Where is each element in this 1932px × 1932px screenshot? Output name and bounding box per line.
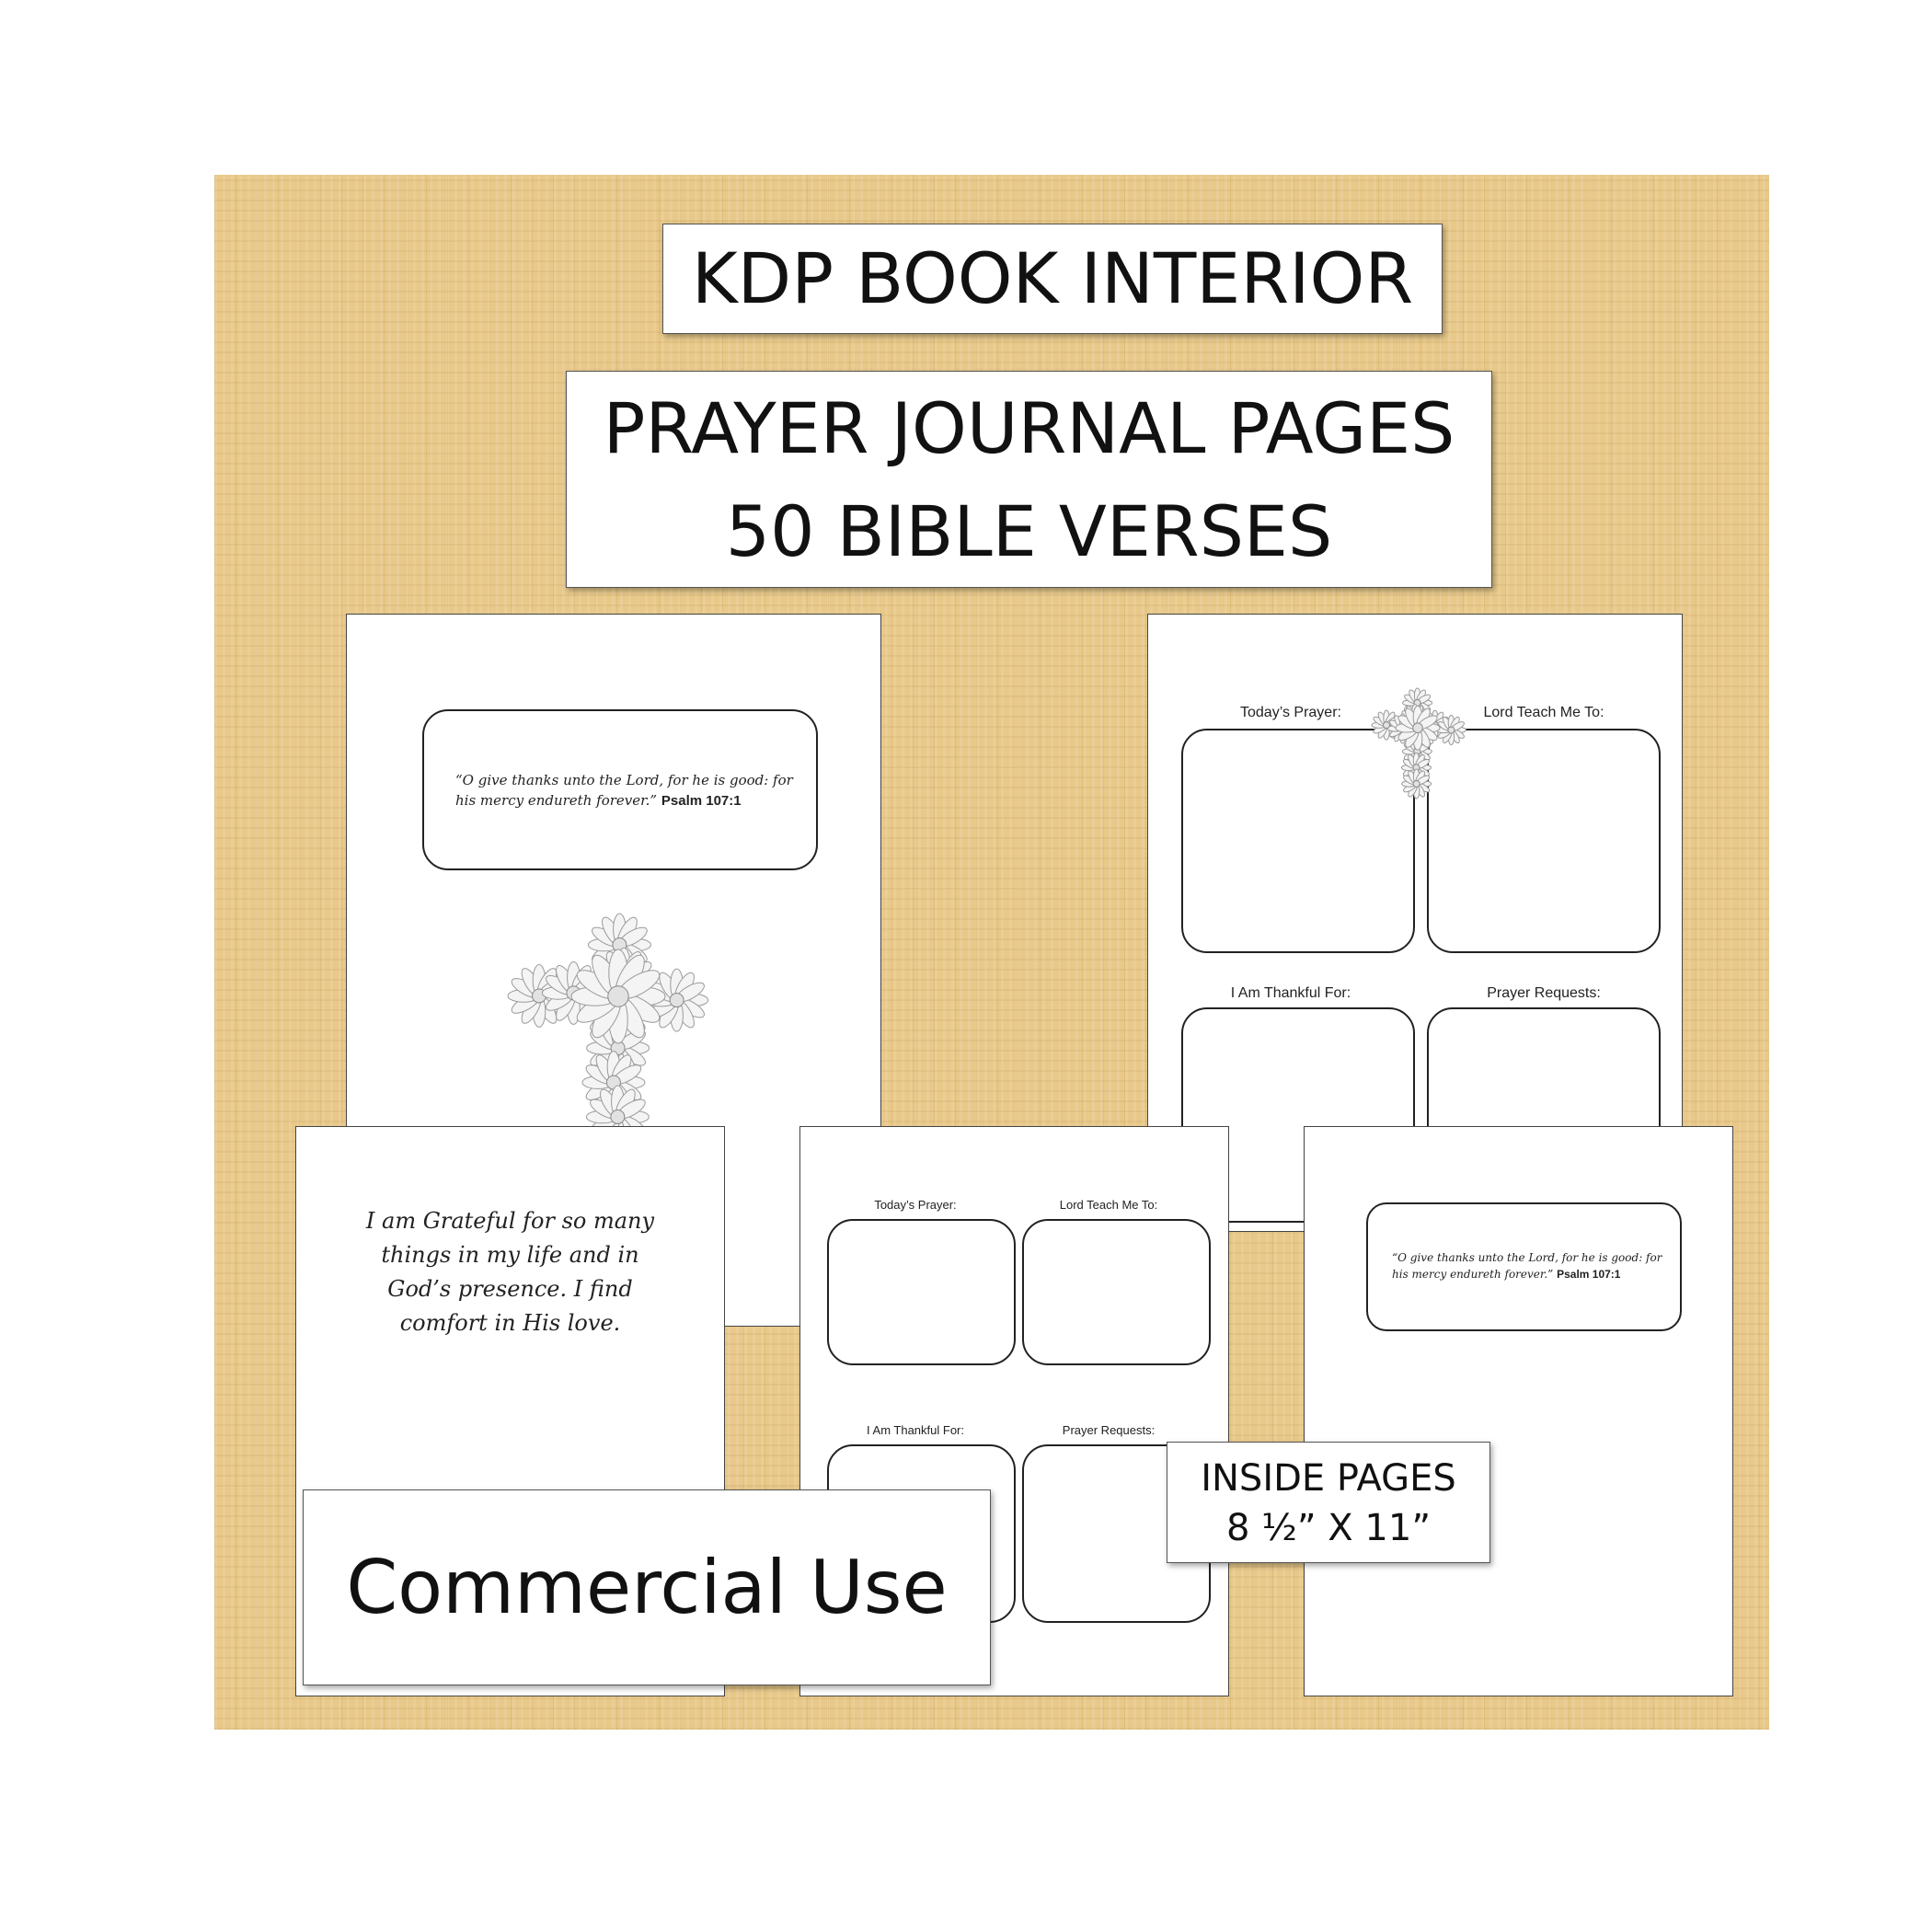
subtitle-line-2: 50 BIBLE VERSES [567,480,1491,583]
section-label-todays-prayer: Today’s Prayer: [1222,705,1360,721]
section-label-todays-prayer: Today’s Prayer: [856,1198,975,1212]
flower-cross-icon [508,914,729,1144]
verse-ref: Psalm 107:1 [661,793,742,809]
section-label-thankful: I Am Thankful For: [851,1423,980,1437]
verse-text: “O give thanks unto the Lord, for he is … [1392,1249,1668,1282]
commercial-use-text: Commercial Use [346,1545,947,1630]
title-text: KDP BOOK INTERIOR [692,237,1413,319]
verse-text: “O give thanks unto the Lord, for he is … [455,770,796,811]
verse-ref: Psalm 107:1 [1557,1268,1620,1281]
box-todays-prayer [827,1219,1016,1365]
section-label-lord-teach: Lord Teach Me To: [1040,1198,1178,1212]
section-label-lord-teach: Lord Teach Me To: [1461,705,1627,721]
grateful-text: I am Grateful for so many things in my l… [351,1204,669,1340]
section-label-thankful: I Am Thankful For: [1213,985,1369,1002]
section-label-requests: Prayer Requests: [1044,1423,1173,1437]
subtitle-line-1: PRAYER JOURNAL PAGES [567,377,1491,480]
subtitle-label: PRAYER JOURNAL PAGES 50 BIBLE VERSES [566,371,1492,588]
inside-pages-label: INSIDE PAGES 8 ½” X 11” [1167,1442,1490,1563]
verse-box: “O give thanks unto the Lord, for he is … [1366,1202,1682,1331]
box-lord-teach [1022,1219,1211,1365]
verse-page-front: “O give thanks unto the Lord, for he is … [1304,1126,1733,1696]
inside-pages-line-1: INSIDE PAGES [1167,1454,1489,1503]
title-label: KDP BOOK INTERIOR [662,224,1443,334]
flower-cross-icon [1372,688,1464,799]
section-label-requests: Prayer Requests: [1470,985,1617,1002]
inside-pages-line-2: 8 ½” X 11” [1167,1503,1489,1553]
verse-box: “O give thanks unto the Lord, for he is … [422,709,818,870]
commercial-use-label: Commercial Use [303,1489,991,1685]
